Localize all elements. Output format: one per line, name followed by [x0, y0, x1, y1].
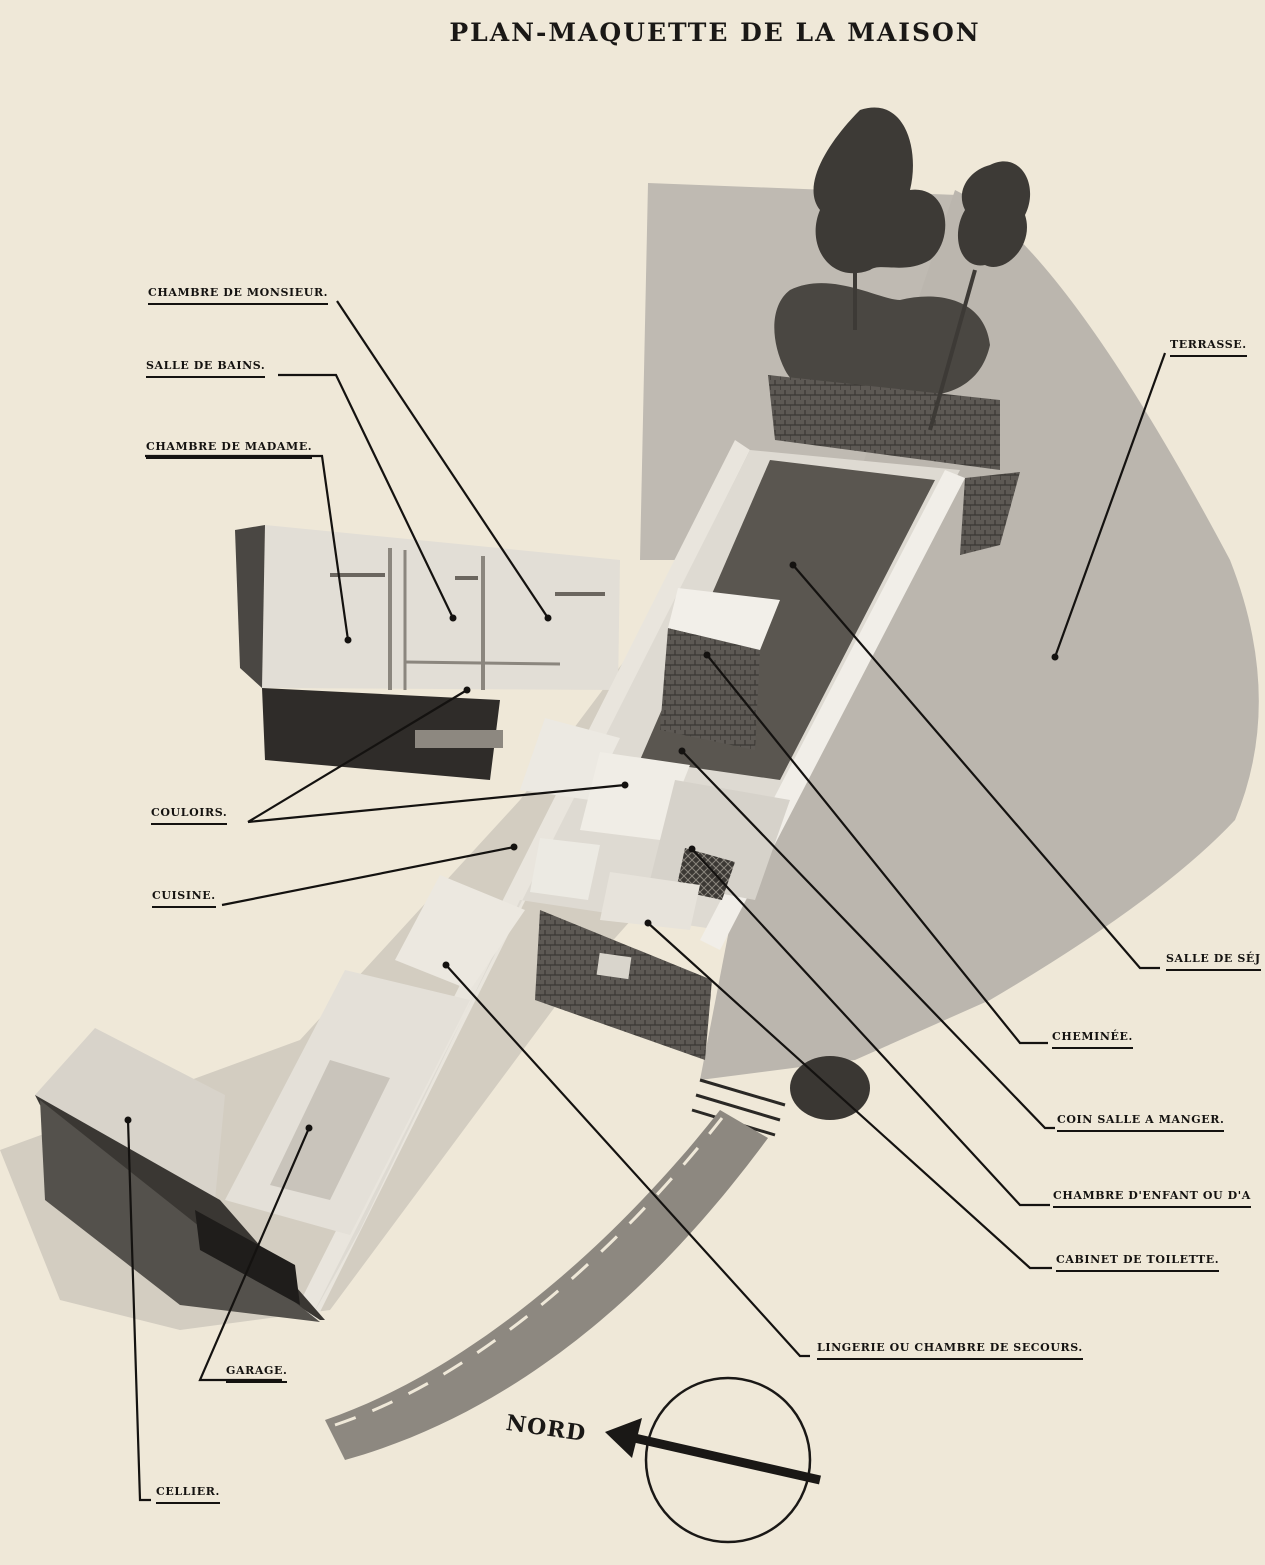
label-salle-de-bains: SALLE DE BAINS.: [146, 359, 266, 378]
label-cheminee: CHEMINÉE.: [1052, 1030, 1133, 1049]
label-chambre-de-madame: CHAMBRE DE MADAME.: [146, 440, 313, 459]
leader-lines: [126, 300, 1167, 1502]
compass: [605, 1376, 821, 1544]
label-cabinet-de-toilette: CABINET DE TOILETTE.: [1056, 1253, 1220, 1272]
label-cellier: CELLIER.: [156, 1485, 220, 1504]
label-salle-de-sejour: SALLE DE SÉJ: [1166, 952, 1261, 971]
label-terrasse: TERRASSE.: [1170, 338, 1247, 357]
label-lingerie: LINGERIE OU CHAMBRE DE SECOURS.: [817, 1341, 1083, 1360]
terrace-surface: [700, 190, 1259, 1080]
trees: [768, 107, 1031, 470]
label-cuisine: CUISINE.: [152, 889, 216, 908]
compass-circle: [644, 1376, 812, 1544]
leader-dots: [124, 561, 1059, 1132]
label-garage: GARAGE.: [226, 1364, 288, 1383]
north-arrow-head-icon: [605, 1418, 642, 1458]
label-chambre-d-enfant: CHAMBRE D'ENFANT OU D'A: [1053, 1189, 1251, 1208]
north-arrow-shaft: [629, 1432, 821, 1485]
main-body: [35, 440, 1020, 1322]
label-coin-salle-a-manger: COIN SALLE A MANGER.: [1057, 1113, 1225, 1132]
label-couloirs: COULOIRS.: [151, 806, 228, 825]
bedroom-wing: [235, 525, 620, 780]
page-title: PLAN-MAQUETTE DE LA MAISON: [449, 18, 981, 47]
label-chambre-de-monsieur: CHAMBRE DE MONSIEUR.: [148, 286, 329, 305]
